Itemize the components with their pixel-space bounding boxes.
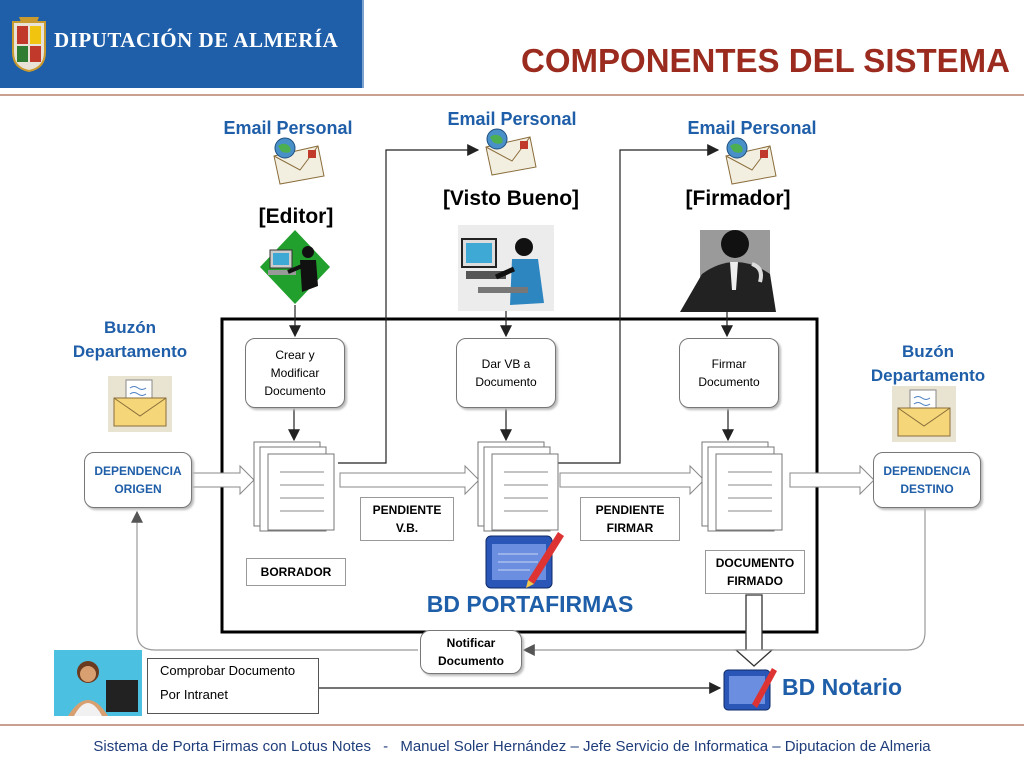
- firmador-role-label: [Firmador]: [685, 187, 791, 210]
- email-envelope-icon: [485, 128, 537, 176]
- title-divider: [0, 94, 1024, 96]
- email-envelope-icon: [725, 137, 777, 185]
- database-folder-icon: [723, 668, 777, 711]
- vb-role-label: [Visto Bueno]: [442, 187, 580, 210]
- document-stack-icon: [477, 441, 559, 532]
- footer-text: Sistema de Porta Firmas con Lotus Notes …: [0, 738, 1024, 755]
- document-stack-icon: [253, 441, 335, 532]
- database-folder-icon: [485, 532, 564, 589]
- footer-separator: -: [383, 738, 389, 755]
- document-stack-icon: [701, 441, 783, 532]
- executive-on-phone-icon: [680, 230, 776, 312]
- support-agent-icon: [54, 650, 142, 716]
- mailbox-envelope-icon: [108, 376, 172, 432]
- footer-system: Sistema de Porta Firmas con Lotus Notes: [93, 738, 371, 755]
- header-banner: [0, 0, 362, 88]
- footer-divider: [0, 724, 1024, 726]
- vb-email-label: Email Personal: [447, 109, 577, 129]
- bd-notario-label: BD Notario: [782, 674, 903, 700]
- mailbox-envelope-icon: [892, 386, 956, 442]
- editor-email-label: Email Personal: [223, 118, 353, 138]
- borrador-state: BORRADOR: [246, 558, 346, 586]
- editor-role-label: [Editor]: [258, 205, 334, 228]
- firmador-email-label: Email Personal: [687, 118, 817, 138]
- worker-at-computer-icon: [260, 230, 330, 304]
- coat-of-arms-icon: [12, 17, 46, 72]
- page-title: COMPONENTES DEL SISTEMA: [521, 42, 1010, 79]
- banner-edge: [300, 0, 364, 88]
- email-envelope-icon: [273, 137, 325, 185]
- footer-author: Manuel Soler Hernández – Jefe Servicio d…: [400, 738, 931, 755]
- bd-portafirmas-label: BD PORTAFIRMAS: [426, 591, 634, 617]
- worker-at-computer-icon: [458, 225, 554, 311]
- organization-name: DIPUTACIÓN DE ALMERÍA: [54, 28, 339, 52]
